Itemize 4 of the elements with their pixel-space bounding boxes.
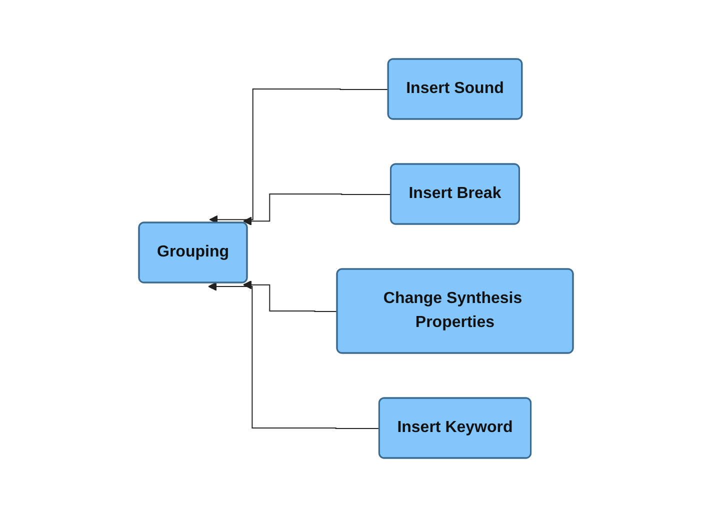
arrow <box>208 88 389 224</box>
arrow <box>242 280 338 312</box>
arrow <box>207 282 380 428</box>
arrow <box>242 193 392 226</box>
